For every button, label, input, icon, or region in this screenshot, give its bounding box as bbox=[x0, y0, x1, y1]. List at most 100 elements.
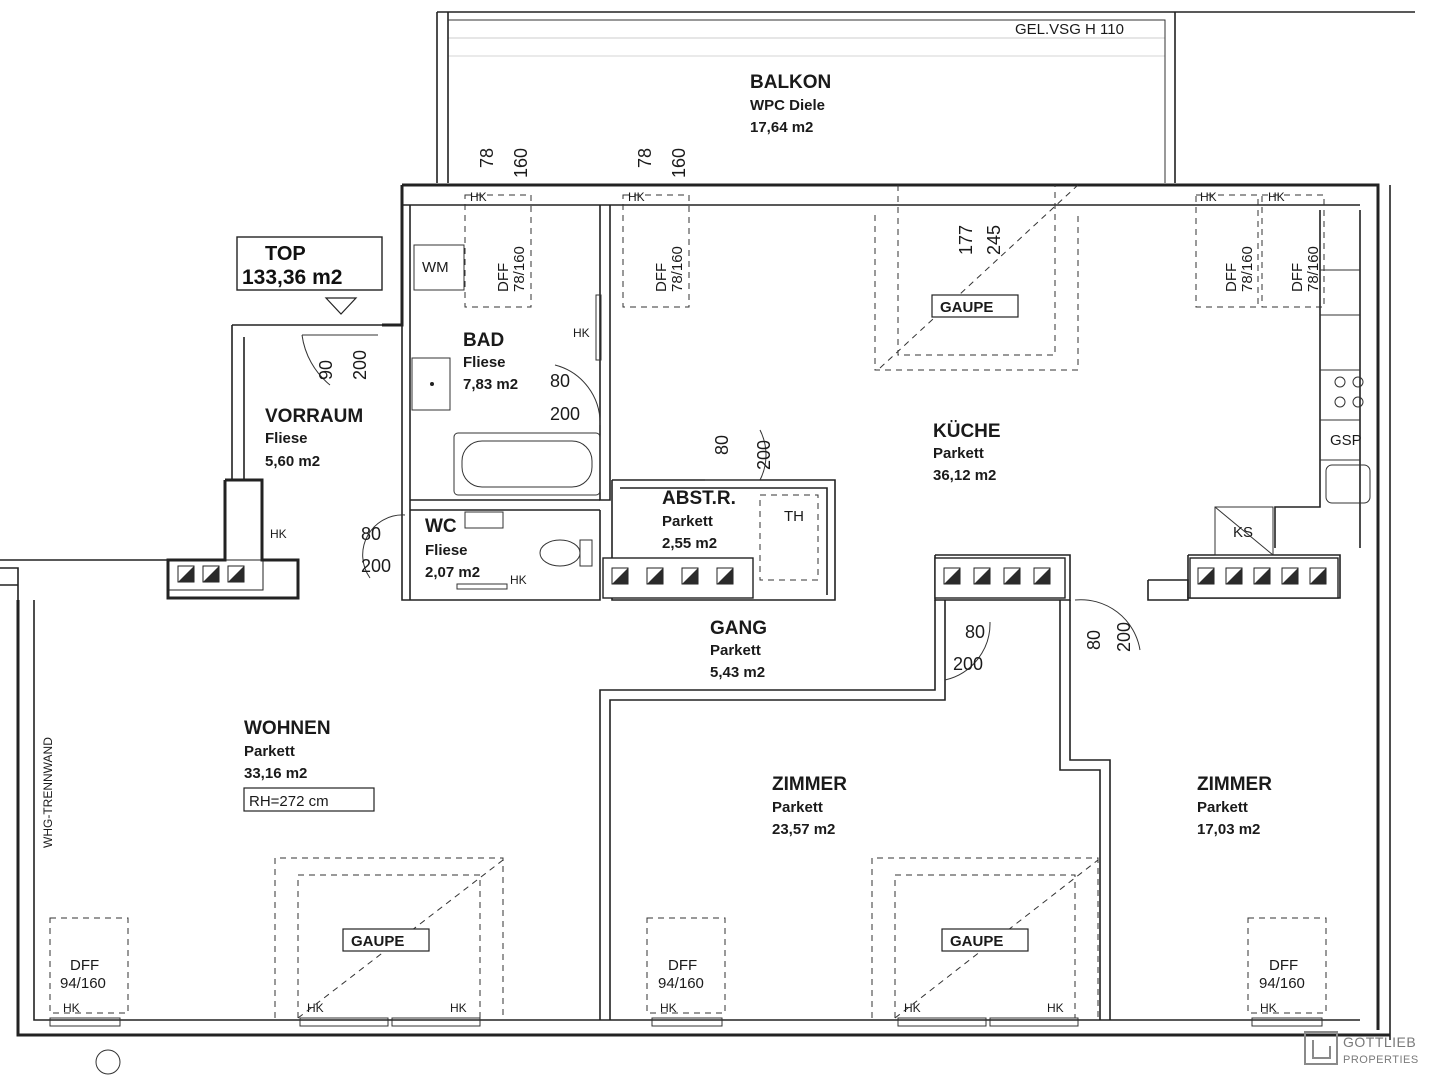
svg-text:80: 80 bbox=[361, 524, 381, 544]
svg-text:BAD: BAD bbox=[463, 330, 504, 351]
dormer-zimmer bbox=[871, 857, 1099, 1019]
svg-text:Parkett: Parkett bbox=[244, 743, 295, 760]
dormer-kitchen bbox=[874, 184, 1079, 371]
vent-marker-fill bbox=[228, 566, 244, 582]
svg-text:Parkett: Parkett bbox=[772, 799, 823, 816]
svg-text:160: 160 bbox=[511, 148, 531, 178]
svg-text:2,55 m2: 2,55 m2 bbox=[662, 535, 717, 552]
vent-marker-fill bbox=[974, 568, 990, 584]
svg-text:5,60 m2: 5,60 m2 bbox=[265, 453, 320, 470]
svg-text:ABST.R.: ABST.R. bbox=[662, 488, 736, 509]
svg-text:HK: HK bbox=[1200, 190, 1217, 204]
room-kueche: KÜCHE Parkett 36,12 m2 bbox=[933, 421, 1001, 484]
svg-text:80: 80 bbox=[712, 435, 732, 455]
svg-text:TH: TH bbox=[784, 508, 804, 525]
svg-text:DFF: DFF bbox=[495, 263, 512, 292]
svg-text:78/160: 78/160 bbox=[1239, 246, 1256, 292]
svg-text:VORRAUM: VORRAUM bbox=[265, 406, 363, 427]
svg-text:Fliese: Fliese bbox=[425, 542, 468, 559]
svg-text:DFF: DFF bbox=[653, 263, 670, 292]
svg-text:94/160: 94/160 bbox=[1259, 975, 1305, 992]
svg-text:ZIMMER: ZIMMER bbox=[772, 774, 847, 795]
svg-text:90: 90 bbox=[316, 360, 336, 380]
vent-marker-fill bbox=[1254, 568, 1270, 584]
svg-text:WM: WM bbox=[422, 259, 449, 276]
vent-marker-fill bbox=[612, 568, 628, 584]
vent-marker-fill bbox=[1226, 568, 1242, 584]
svg-text:78: 78 bbox=[477, 148, 497, 168]
svg-text:DFF: DFF bbox=[1289, 263, 1306, 292]
svg-text:BALKON: BALKON bbox=[750, 72, 831, 93]
marker-circle bbox=[95, 1049, 121, 1075]
svg-text:WC: WC bbox=[425, 516, 457, 537]
vent-marker-fill bbox=[1310, 568, 1326, 584]
svg-text:HK: HK bbox=[470, 190, 487, 204]
svg-text:DFF: DFF bbox=[668, 957, 697, 974]
room-zimmer-1: ZIMMER Parkett 23,57 m2 bbox=[772, 774, 847, 838]
roof-window-labels-top: DFF 78/160 DFF 78/160 DFF 78/160 DFF 78/… bbox=[495, 246, 1322, 292]
vent-marker-fill bbox=[178, 566, 194, 582]
svg-text:200: 200 bbox=[953, 654, 983, 674]
room-wohnen: WOHNEN Parkett 33,16 m2 RH=272 cm bbox=[243, 718, 375, 812]
vent-marker-fill bbox=[1198, 568, 1214, 584]
svg-text:33,16 m2: 33,16 m2 bbox=[244, 765, 307, 782]
svg-text:HK: HK bbox=[628, 190, 645, 204]
svg-text:HK: HK bbox=[450, 1001, 467, 1015]
svg-text:36,12 m2: 36,12 m2 bbox=[933, 467, 996, 484]
svg-text:245: 245 bbox=[984, 225, 1004, 255]
outer-walls bbox=[0, 183, 1391, 1040]
vent-marker-fill bbox=[682, 568, 698, 584]
shaft-box bbox=[167, 559, 264, 591]
svg-text:HK: HK bbox=[63, 1001, 80, 1015]
room-vorraum: VORRAUM Fliese 5,60 m2 bbox=[265, 406, 363, 470]
brand-logo: GOTTLIEB PROPERTIES bbox=[1304, 1031, 1418, 1066]
svg-text:WOHNEN: WOHNEN bbox=[244, 718, 331, 739]
svg-text:KS: KS bbox=[1233, 524, 1253, 541]
dormer-wohnen bbox=[274, 857, 504, 1019]
svg-text:HK: HK bbox=[1268, 190, 1285, 204]
fixture-labels: WM GSP KS TH bbox=[422, 259, 1362, 541]
svg-text:17,03 m2: 17,03 m2 bbox=[1197, 821, 1260, 838]
svg-text:HK: HK bbox=[1047, 1001, 1064, 1015]
svg-text:5,43 m2: 5,43 m2 bbox=[710, 664, 765, 681]
svg-text:Parkett: Parkett bbox=[662, 513, 713, 530]
svg-text:94/160: 94/160 bbox=[658, 975, 704, 992]
vent-marker-fill bbox=[203, 566, 219, 582]
svg-text:78/160: 78/160 bbox=[1305, 246, 1322, 292]
svg-text:GSP: GSP bbox=[1330, 432, 1362, 449]
svg-text:Parkett: Parkett bbox=[933, 445, 984, 462]
svg-text:DFF: DFF bbox=[70, 957, 99, 974]
top-area: 133,36 m2 bbox=[242, 266, 342, 289]
party-wall-label: WHG-TRENNWAND bbox=[41, 737, 55, 848]
svg-text:DFF: DFF bbox=[1223, 263, 1240, 292]
room-gang: GANG Parkett 5,43 m2 bbox=[710, 618, 767, 681]
room-zimmer-2: ZIMMER Parkett 17,03 m2 bbox=[1197, 774, 1272, 838]
svg-text:160: 160 bbox=[669, 148, 689, 178]
svg-text:Fliese: Fliese bbox=[265, 430, 308, 447]
svg-text:GANG: GANG bbox=[710, 618, 767, 639]
gaupe-labels: GAUPE GAUPE GAUPE bbox=[342, 294, 1029, 952]
vent-marker-fill bbox=[717, 568, 733, 584]
svg-text:HK: HK bbox=[573, 326, 590, 340]
room-bad: BAD Fliese 7,83 m2 bbox=[463, 330, 518, 393]
svg-text:HK: HK bbox=[307, 1001, 324, 1015]
svg-text:Parkett: Parkett bbox=[710, 642, 761, 659]
room-wc: WC Fliese 2,07 m2 bbox=[425, 516, 480, 581]
svg-text:17,64 m2: 17,64 m2 bbox=[750, 119, 813, 136]
svg-text:HK: HK bbox=[660, 1001, 677, 1015]
heater-labels: HK HK HK HK HK HK HK HK HK HK HK HK HK H… bbox=[63, 190, 1285, 1015]
bathroom-fixtures bbox=[411, 244, 819, 590]
svg-text:7,83 m2: 7,83 m2 bbox=[463, 376, 518, 393]
roof-window-frames-bottom bbox=[49, 917, 1327, 1014]
svg-text:200: 200 bbox=[350, 350, 370, 380]
svg-text:200: 200 bbox=[1114, 622, 1134, 652]
vent-marker-fill bbox=[944, 568, 960, 584]
vent-marker-fill bbox=[1034, 568, 1050, 584]
svg-text:DFF: DFF bbox=[1269, 957, 1298, 974]
svg-text:KÜCHE: KÜCHE bbox=[933, 421, 1001, 442]
svg-text:80: 80 bbox=[550, 371, 570, 391]
svg-text:HK: HK bbox=[510, 573, 527, 587]
vent-marker-fill bbox=[1282, 568, 1298, 584]
svg-text:80: 80 bbox=[1084, 630, 1104, 650]
svg-text:GOTTLIEB: GOTTLIEB bbox=[1343, 1034, 1416, 1050]
